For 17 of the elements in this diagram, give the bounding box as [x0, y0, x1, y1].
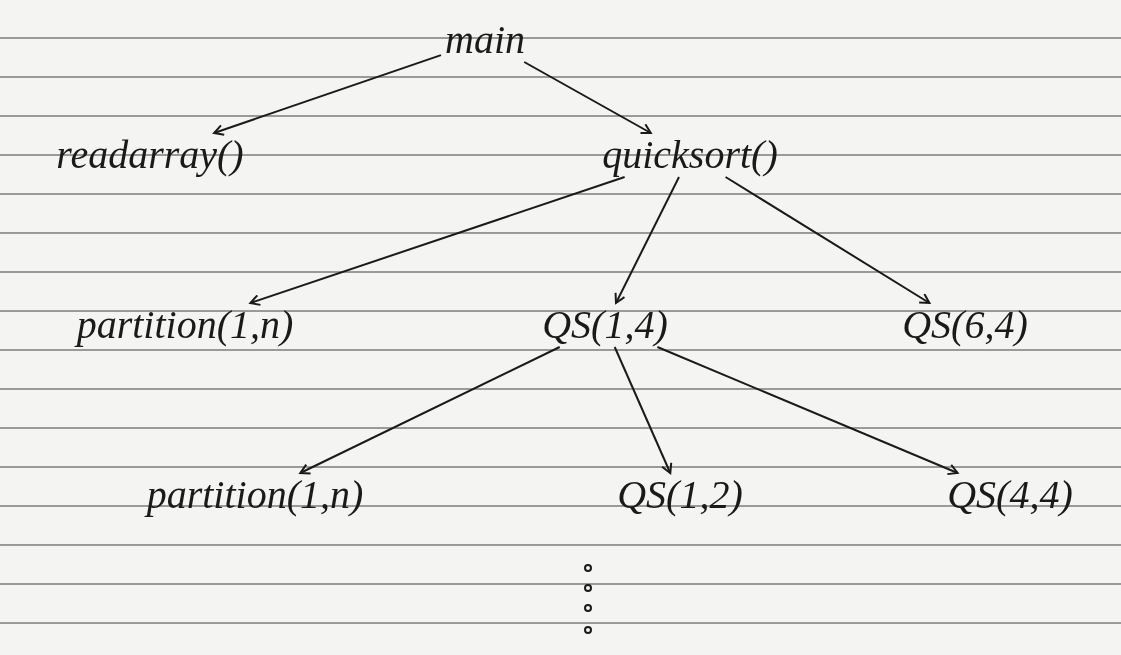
arrow [213, 54, 442, 136]
arrow [523, 61, 652, 134]
arrow [724, 176, 931, 304]
function-call-text: QS(1,4) [538, 303, 672, 347]
function-call-text: partition(1,n) [142, 473, 368, 517]
arrow [614, 176, 680, 304]
function-call-text: QS(6,4) [898, 303, 1032, 347]
function-call-text: partition(1,n) [72, 303, 298, 347]
arrow [299, 346, 561, 475]
function-call-text: QS(1,2) [613, 473, 747, 517]
function-call-text: readarray() [52, 133, 248, 177]
function-call-text: quicksort() [598, 133, 782, 177]
function-call-text: main [441, 18, 529, 62]
arrow [249, 176, 626, 306]
function-call-text: QS(4,4) [943, 473, 1077, 517]
arrow [613, 346, 673, 474]
arrow [656, 346, 959, 476]
